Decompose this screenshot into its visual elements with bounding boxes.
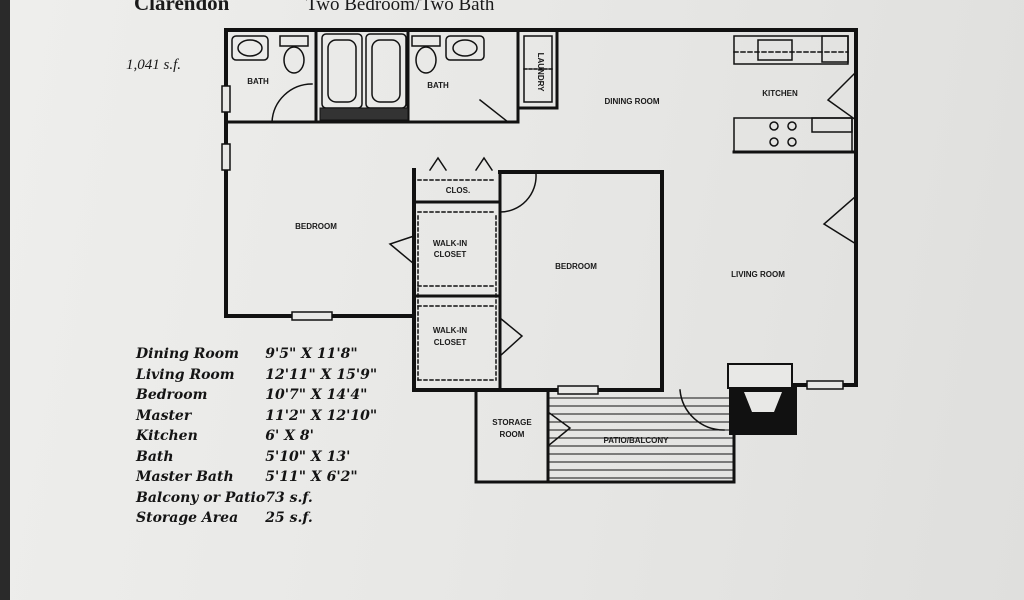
floor-plan-sheet: Clarendon Two Bedr​oom/Two Bath 1,041 s.… bbox=[10, 0, 1024, 600]
room-label-walk-in-closet: CLOSET bbox=[434, 250, 467, 259]
dimension-row: Kitchen 6' X 8' bbox=[136, 426, 385, 447]
patio-decking bbox=[549, 397, 733, 479]
room-label-patio-balcony: PATIO/BALCONY bbox=[603, 436, 669, 445]
room-label-closet: CLOS. bbox=[446, 186, 470, 195]
room-label-storage-room: ROOM bbox=[500, 430, 525, 439]
fireplace bbox=[727, 363, 797, 435]
room-label-bath-2: BATH bbox=[427, 81, 449, 90]
dimension-value: 12'11" X 15'9" bbox=[265, 366, 378, 383]
room-label-bedroom: BEDROOM bbox=[295, 222, 337, 231]
laundry-appliances bbox=[523, 35, 553, 103]
dimension-name: Balcony or Patio bbox=[136, 489, 266, 506]
plan-subtitle: Two Bedr​oom/Two Bath bbox=[306, 0, 495, 15]
dimension-name: Master Bath bbox=[136, 469, 234, 486]
dimension-value: 25 s.f. bbox=[265, 510, 313, 527]
dimension-name: Kitchen bbox=[136, 428, 198, 445]
room-label-dining-room: DINING ROOM bbox=[604, 97, 659, 106]
dimension-row: Master Bath 5'11" X 6'2" bbox=[136, 467, 385, 488]
room-label-walk-in: WALK-IN bbox=[433, 239, 467, 248]
room-label-bedroom-2: BEDROOM bbox=[555, 262, 597, 271]
dimension-value: 6' X 8' bbox=[265, 428, 314, 445]
floor-plan-drawing: BATH BATH LAUNDRY DINING ROOM KITCHEN BE… bbox=[221, 28, 858, 484]
dimension-row: Bedroom 10'7" X 14'4" bbox=[136, 385, 385, 406]
dimension-row: Storage Area 25 s.f. bbox=[136, 508, 385, 529]
patio-balcony bbox=[546, 388, 736, 484]
bath-fixtures bbox=[231, 33, 485, 109]
room-label-kitchen: KITCHEN bbox=[762, 89, 798, 98]
room-label-storage: STORAGE bbox=[492, 418, 532, 427]
dimension-value: 73 s.f. bbox=[265, 489, 313, 506]
dimension-name: Bath bbox=[136, 448, 174, 465]
room-dimensions-table: Dining Room 9'5" X 11'8" Living Room 12'11… bbox=[136, 344, 385, 529]
dimension-value: 11'2" X 12'10" bbox=[265, 407, 378, 424]
tile-strip bbox=[319, 107, 409, 121]
dimension-row: Bath 5'10" X 13' bbox=[136, 447, 385, 468]
room-label-walk-in-2: WALK-IN bbox=[433, 326, 467, 335]
dimension-name: Storage Area bbox=[136, 510, 239, 527]
dimension-row: Dining Room 9'5" X 11'8" bbox=[136, 344, 385, 365]
dimension-value: 5'10" X 13' bbox=[265, 448, 351, 465]
dimension-value: 10'7" X 14'4" bbox=[265, 387, 368, 404]
dimension-name: Dining Room bbox=[136, 346, 239, 363]
windows bbox=[221, 85, 844, 395]
dimension-row: Living Room 12'11" X 15'9" bbox=[136, 365, 385, 386]
total-square-footage: 1,041 s.f. bbox=[126, 57, 182, 73]
dimension-value: 9'5" X 11'8" bbox=[265, 346, 358, 363]
dimension-row: Master 11'2" X 12'10" bbox=[136, 406, 385, 427]
room-label-walk-in-closet-2: CLOSET bbox=[434, 338, 467, 347]
dimension-name: Master bbox=[136, 407, 192, 424]
dimension-value: 5'11" X 6'2" bbox=[265, 469, 358, 486]
dimension-name: Living Room bbox=[136, 366, 235, 383]
plan-title: Clarendon bbox=[134, 0, 230, 15]
door-swings bbox=[271, 70, 858, 431]
closet-shelves bbox=[417, 179, 497, 381]
room-label-laundry: LAUNDRY bbox=[536, 53, 545, 92]
kitchen-counters bbox=[733, 35, 853, 153]
dimension-name: Bedroom bbox=[136, 387, 208, 404]
room-label-living-room: LIVING ROOM bbox=[731, 270, 785, 279]
room-label-bath: BATH bbox=[247, 77, 269, 86]
